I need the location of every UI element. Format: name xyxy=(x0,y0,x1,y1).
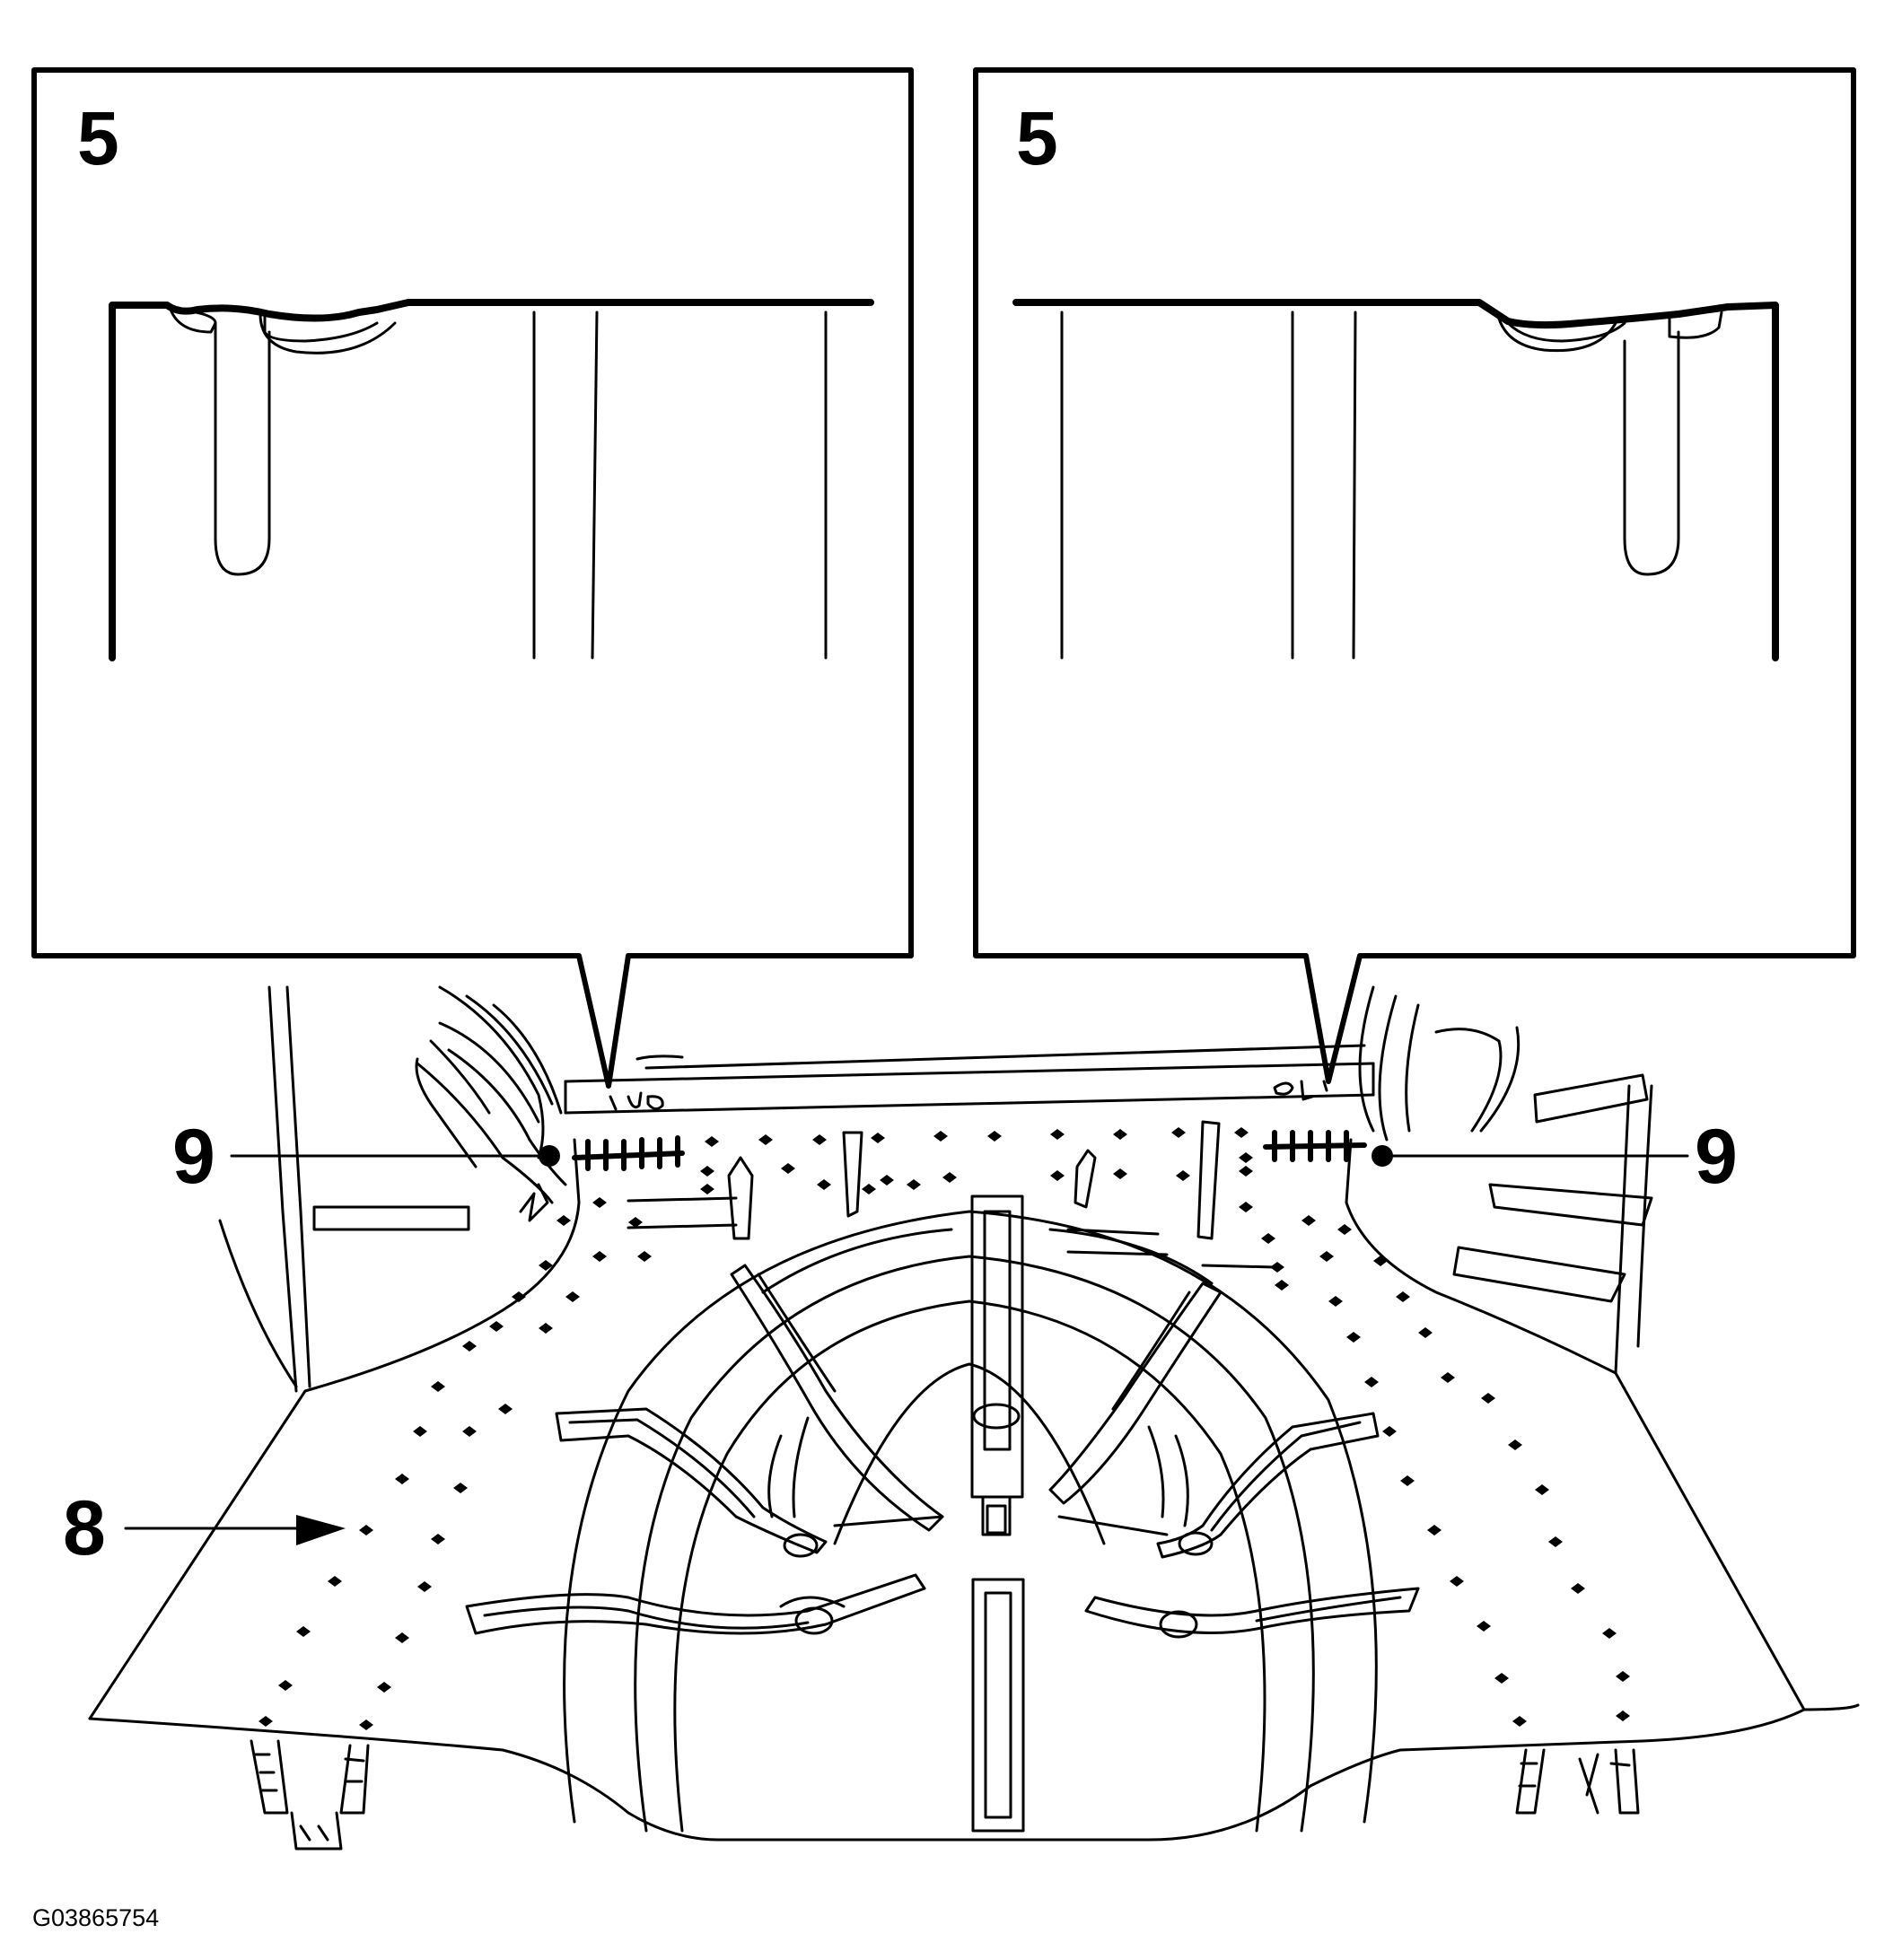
leader-lines xyxy=(124,1154,1689,1530)
floor-studs xyxy=(627,1120,1276,1269)
rear-cross-member xyxy=(564,1044,1375,1115)
floor-pan xyxy=(88,985,1860,1842)
callout-8: 8 xyxy=(63,1485,106,1571)
figure-id: G03865754 xyxy=(32,1904,160,1931)
detail-label-left: 5 xyxy=(77,96,119,180)
weld-point-right xyxy=(1372,1145,1393,1167)
detail-panel-left xyxy=(109,299,874,661)
weld-point-left xyxy=(539,1145,560,1167)
detail-box-right xyxy=(973,67,1856,1084)
left-quarter-panel xyxy=(415,985,563,1222)
lower-studs xyxy=(250,1739,1640,1851)
detail-panel-right xyxy=(1012,299,1779,661)
callout-9-right: 9 xyxy=(1695,1114,1738,1200)
weld-hash-left xyxy=(572,1135,685,1171)
center-rail xyxy=(970,1194,1025,1833)
detail-label-right: 5 xyxy=(1016,96,1058,180)
spare-wheel-well xyxy=(563,1210,1378,1833)
callout-9-left: 9 xyxy=(172,1114,215,1200)
arrow-8 xyxy=(296,1515,346,1545)
spot-weld-dots xyxy=(259,1127,1630,1730)
left-brackets xyxy=(465,1264,944,1635)
right-brackets xyxy=(1048,1282,1420,1639)
detail-box-left xyxy=(31,67,914,1089)
weld-hash-right xyxy=(1263,1130,1367,1162)
